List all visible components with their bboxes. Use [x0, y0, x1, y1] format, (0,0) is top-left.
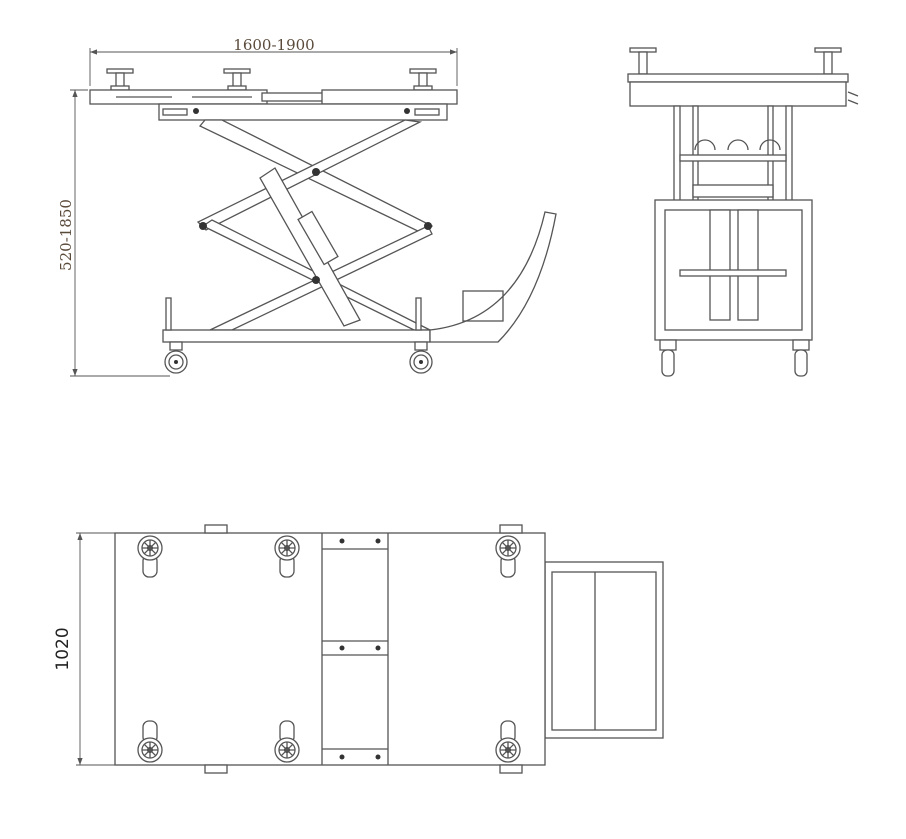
height-label: 520-1850: [57, 199, 75, 271]
width-label: 1020: [53, 627, 73, 670]
ramp: [429, 211, 557, 343]
length-label: 1600-1900: [233, 36, 314, 54]
side-view: 1600-1900 520-1850: [57, 36, 557, 377]
top-view: 1020: [53, 524, 664, 774]
end-view: [627, 47, 859, 377]
